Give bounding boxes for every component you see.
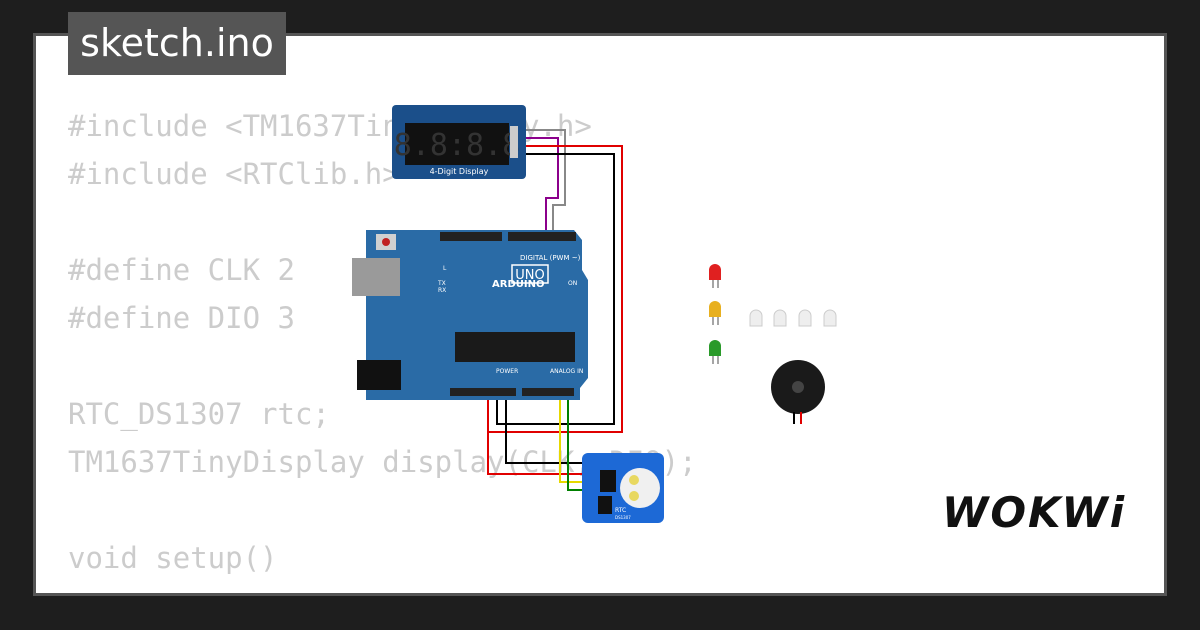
code-line: TM1637TinyDisplay display(CLK, DIO);: [68, 445, 697, 479]
code-line: {: [68, 582, 697, 593]
power-label: POWER: [496, 368, 518, 375]
code-line: #define DIO 3: [68, 301, 295, 335]
display-module[interactable]: 8.8:8.8 4-Digit Display: [392, 105, 526, 179]
display-digits: 8.8:8.8: [394, 128, 520, 163]
led-white-4[interactable]: [823, 309, 837, 327]
buzzer[interactable]: [771, 360, 825, 424]
led-label-rx: RX: [438, 287, 446, 294]
wire-yellow: [559, 395, 590, 483]
led-green[interactable]: [709, 340, 721, 364]
code-line: RTC_DS1307 rtc;: [68, 397, 330, 431]
arduino-model: UNO: [515, 268, 544, 283]
code-line: void setup(): [68, 541, 278, 575]
wire-purple: [514, 137, 559, 235]
led-white-3[interactable]: [798, 309, 812, 327]
arduino-board[interactable]: DIGITAL (PWM ~) ARDUINO UNO ON L TX RX P…: [352, 230, 588, 400]
wire-black-rtc: [505, 395, 590, 464]
wire-red-display: [487, 145, 623, 433]
led-red[interactable]: [709, 264, 721, 288]
led-white-2[interactable]: [773, 309, 787, 327]
arduino-brand: ARDUINO: [492, 279, 544, 290]
wires: [487, 129, 623, 491]
led-white-1[interactable]: [749, 309, 763, 327]
digital-label: DIGITAL (PWM ~): [520, 254, 581, 262]
rtc-chip: DS1307: [615, 515, 631, 520]
rtc-module[interactable]: RTC DS1307: [582, 453, 664, 523]
code-line: #include <RTClib.h>: [68, 157, 400, 191]
wokwi-logo: WOKWi: [942, 488, 1127, 537]
file-tab[interactable]: sketch.ino: [68, 12, 286, 75]
led-label-l: L: [443, 265, 447, 272]
display-caption: 4-Digit Display: [430, 167, 489, 176]
rtc-label: RTC: [615, 507, 626, 514]
wire-black-display: [496, 153, 615, 425]
code-line: #define CLK 2: [68, 253, 295, 287]
led-label-tx: TX: [437, 280, 446, 287]
wire-gray: [514, 129, 566, 235]
wire-red-rtc: [487, 420, 590, 475]
led-yellow[interactable]: [709, 301, 721, 325]
on-label: ON: [568, 280, 577, 287]
analog-label: ANALOG IN: [550, 368, 583, 375]
